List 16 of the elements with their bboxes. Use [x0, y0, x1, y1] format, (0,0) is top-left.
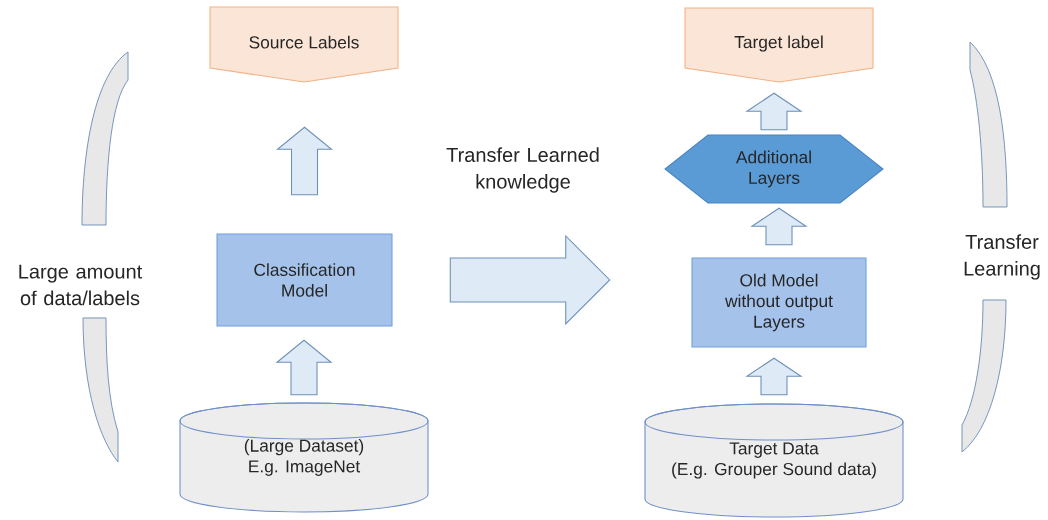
block-arrow	[745, 357, 803, 396]
process-box: Old Model without output Layers	[691, 257, 867, 348]
pentagon-label-box: Source Labels	[209, 6, 399, 83]
database-cylinder: Target Data (E.g. Grouper Sound data)	[644, 403, 904, 518]
side-label: Large amount of data/labels	[19, 264, 143, 306]
pentagon-label-box: Target label	[684, 7, 874, 83]
database-cylinder: (Large Dataset) E.g. ImageNet	[179, 402, 429, 513]
process-box: Classification Model	[216, 233, 393, 327]
side-label: Transfer Learning	[964, 234, 1040, 280]
hexagon-box: Additional Layers	[664, 134, 884, 204]
block-arrow	[275, 339, 333, 396]
block-arrow	[745, 92, 803, 131]
block-arrow	[750, 207, 808, 246]
block-arrow	[449, 234, 611, 326]
block-arrow	[276, 126, 333, 196]
edge-label: Transfer Learned knowledge	[446, 147, 599, 193]
